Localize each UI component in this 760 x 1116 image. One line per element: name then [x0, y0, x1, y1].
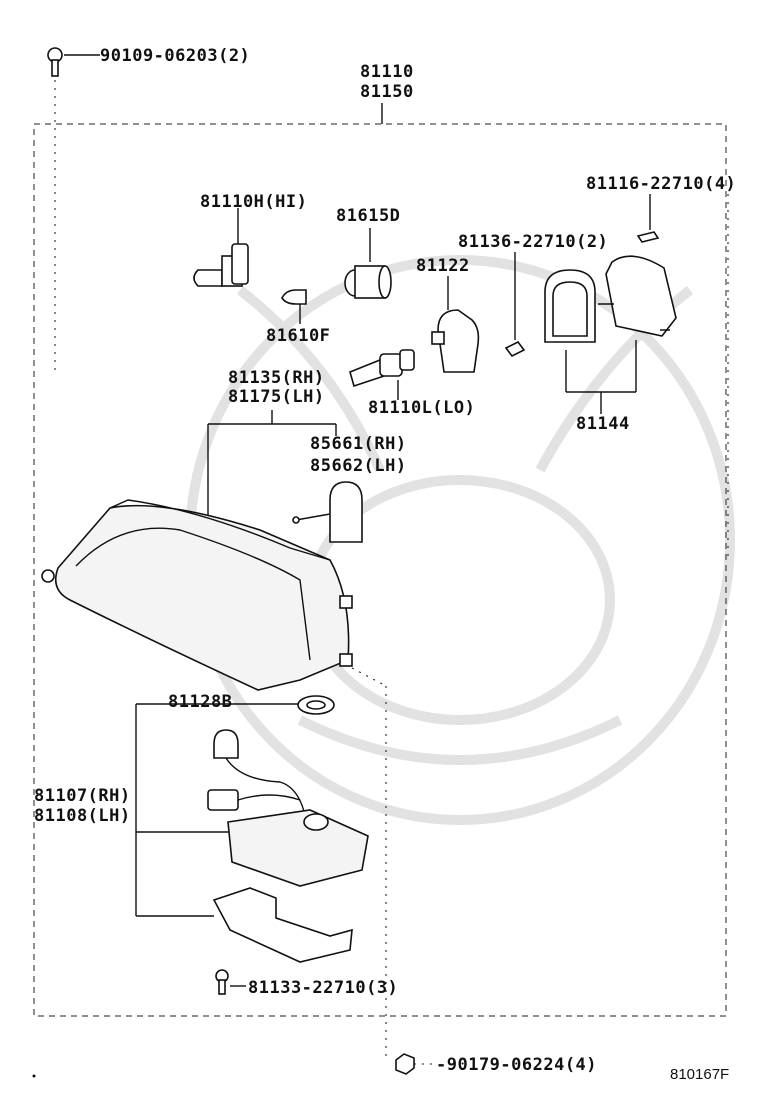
label-screw-136: 81136-22710(2) — [458, 232, 609, 252]
cover-122-icon — [431, 276, 480, 373]
label-cover-122: 81122 — [416, 256, 470, 276]
grommet-icon — [136, 695, 335, 715]
screw-icon-right — [636, 194, 729, 560]
bolt-icon — [47, 47, 100, 370]
assembly-number-line1: 81110 — [360, 62, 414, 82]
label-grommet: 81128B — [168, 692, 233, 712]
assembly-frame — [33, 123, 727, 1017]
label-ballast-rh: 81107(RH) — [34, 786, 131, 806]
lens-bracket-lines — [207, 410, 337, 516]
label-socket-rh: 85661(RH) — [310, 434, 407, 454]
label-bulb-610: 81610F — [266, 326, 331, 346]
label-screw-133: 81133-22710(3) — [248, 978, 399, 998]
bulb-610-icon — [281, 289, 307, 324]
assembly-number-line2: 81150 — [360, 82, 414, 102]
label-socket-lh: 85662(LH) — [310, 456, 407, 476]
gasket-144-icon — [544, 255, 677, 414]
label-bulb-hi: 81110H(HI) — [200, 192, 308, 212]
label-screw-right: 81116-22710(4) — [586, 174, 737, 194]
watermark-emblem — [185, 255, 735, 825]
label-nut-bottom: -90179-06224(4) — [436, 1055, 598, 1075]
headlamp-housing-icon — [41, 499, 353, 691]
label-bulb-615: 81615D — [336, 206, 401, 226]
label-lens-rh: 81135(RH) — [228, 368, 325, 388]
lo-bulb-icon — [349, 349, 415, 400]
socket-icon — [292, 481, 363, 543]
bulb-615-icon — [344, 228, 392, 299]
hi-bulb-icon — [193, 208, 249, 287]
label-gasket-144: 81144 — [576, 414, 630, 434]
label-lens-lh: 81175(LH) — [228, 387, 325, 407]
nut-icon — [351, 667, 436, 1075]
screw-133-icon — [215, 969, 246, 995]
ballast-unit-icon — [207, 729, 369, 963]
label-bolt-top: 90109-06203(2) — [100, 46, 251, 66]
label-ballast-lh: 81108(LH) — [34, 806, 131, 826]
ballast-bracket-lines — [135, 704, 232, 917]
figure-id: 810167F — [670, 1066, 730, 1083]
label-bulb-lo: 81110L(LO) — [368, 398, 476, 418]
screw-136-icon — [504, 252, 526, 358]
